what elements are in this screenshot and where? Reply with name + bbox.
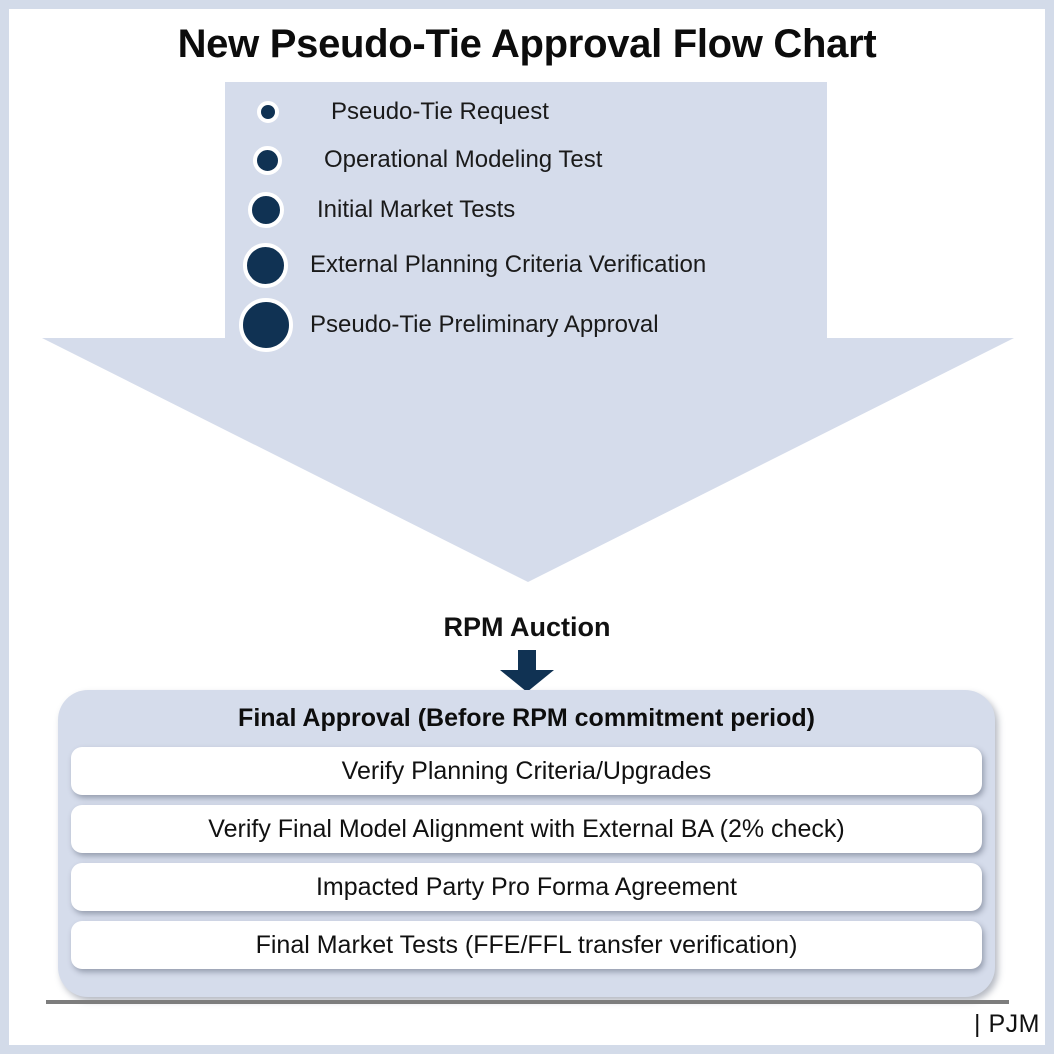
final-approval-heading: Final Approval (Before RPM commitment pe… bbox=[238, 704, 815, 732]
process-steps-list: Pseudo-Tie Request Operational Modeling … bbox=[225, 82, 827, 354]
down-arrow-icon bbox=[500, 650, 554, 692]
step-bullet-icon bbox=[257, 101, 279, 123]
list-item[interactable]: Pseudo-Tie Request bbox=[225, 92, 827, 132]
step-label: Initial Market Tests bbox=[317, 196, 516, 223]
step-label: Pseudo-Tie Preliminary Approval bbox=[310, 311, 659, 338]
rpm-auction-label: RPM Auction bbox=[443, 612, 611, 642]
step-label: Operational Modeling Test bbox=[324, 146, 603, 173]
table-row[interactable]: Final Market Tests (FFE/FFL transfer ver… bbox=[71, 921, 982, 969]
list-item[interactable]: External Planning Criteria Verification bbox=[225, 241, 827, 289]
step-bullet-icon bbox=[239, 298, 293, 352]
list-item[interactable]: Pseudo-Tie Preliminary Approval bbox=[225, 297, 827, 353]
step-bullet-icon bbox=[253, 145, 282, 175]
step-bullet-icon bbox=[248, 192, 284, 228]
big-down-arrow-icon bbox=[42, 82, 1014, 582]
process-flow-arrow bbox=[42, 82, 1014, 582]
table-row[interactable]: Verify Final Model Alignment with Extern… bbox=[71, 805, 982, 853]
step-label: External Planning Criteria Verification bbox=[310, 251, 707, 278]
table-row[interactable]: Impacted Party Pro Forma Agreement bbox=[71, 863, 982, 911]
final-approval-rows: Verify Planning Criteria/Upgrades Verify… bbox=[71, 747, 982, 979]
footer-divider bbox=[46, 1000, 1009, 1004]
step-bullet-icon bbox=[243, 242, 288, 288]
list-item[interactable]: Operational Modeling Test bbox=[225, 139, 827, 181]
step-label: Pseudo-Tie Request bbox=[331, 98, 549, 125]
footer-brand: | PJM bbox=[974, 1010, 1040, 1038]
list-item[interactable]: Initial Market Tests bbox=[225, 188, 827, 232]
table-row[interactable]: Verify Planning Criteria/Upgrades bbox=[71, 747, 982, 795]
final-approval-panel: Final Approval (Before RPM commitment pe… bbox=[58, 690, 995, 997]
page-title: New Pseudo-Tie Approval Flow Chart bbox=[177, 22, 877, 66]
